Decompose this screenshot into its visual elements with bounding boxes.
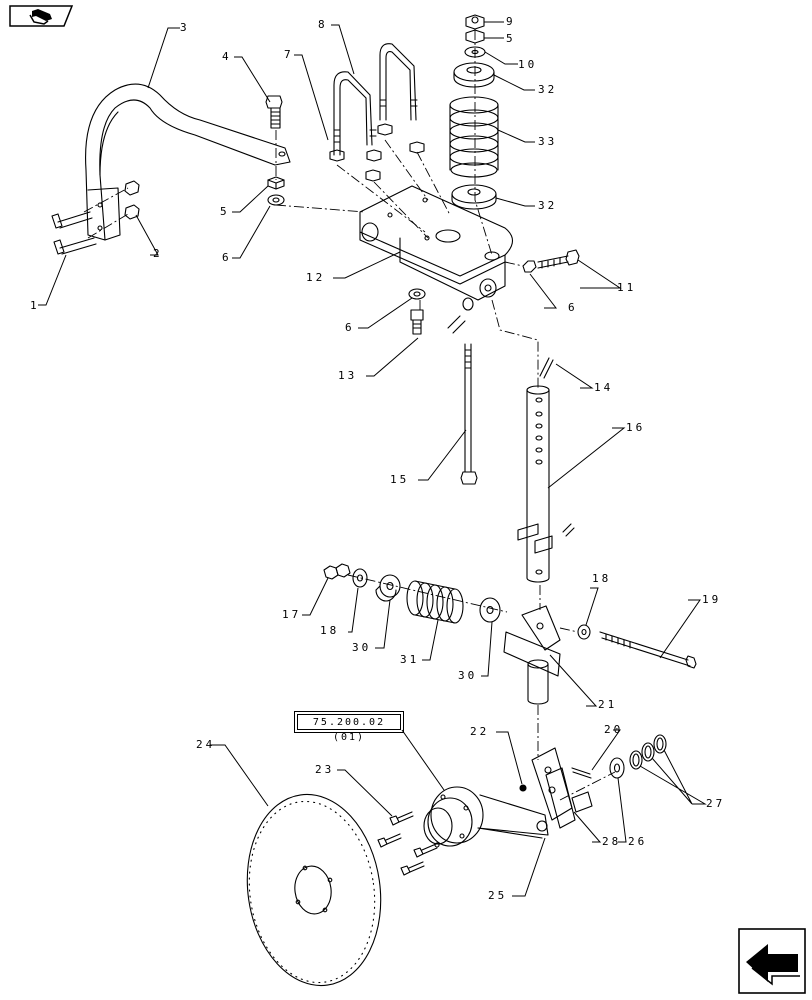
spring-seat-32-bottom (451, 184, 497, 210)
callout-21: 21 (598, 698, 618, 711)
callout-22: 22 (470, 725, 490, 738)
bushing-30a-part (375, 574, 401, 602)
hub-assembly-part (423, 786, 484, 848)
pivot-bracket-12-part (359, 185, 514, 301)
callout-16: 16 (626, 421, 646, 434)
washer-30b-part (479, 597, 501, 623)
spring-seat-32-top (453, 62, 495, 88)
coil-spring-33-part (449, 96, 499, 178)
bolt-1-part (51, 211, 97, 255)
callout-30a: 30 (352, 641, 372, 654)
callout-11: 11 (617, 281, 637, 294)
bracket-21-part (503, 605, 561, 705)
callout-4: 4 (222, 50, 232, 63)
bolt-23-part (377, 811, 438, 876)
callout-28: 28 (602, 835, 622, 848)
arm-25-part (477, 747, 593, 839)
callout-27: 27 (706, 797, 726, 810)
callout-32b: 32 (538, 199, 558, 212)
previous-arrow-icon-graphic (738, 928, 806, 994)
callout-12: 12 (306, 271, 326, 284)
callout-19: 19 (702, 593, 722, 606)
book-page-icon-graphic (9, 5, 74, 27)
callout-17: 17 (282, 608, 302, 621)
nut-2-part (124, 180, 140, 220)
callout-18b: 18 (592, 572, 612, 585)
nut-9-part (465, 14, 485, 30)
callout-2: 2 (153, 247, 163, 260)
callout-32a: 32 (538, 83, 558, 96)
u-bolt-part (333, 43, 418, 156)
callout-1: 1 (30, 299, 40, 312)
rod-15-part (460, 343, 478, 485)
callout-23: 23 (315, 763, 335, 776)
grease-fitting-part (447, 297, 474, 334)
callout-5a: 5 (220, 205, 230, 218)
callout-33: 33 (538, 135, 558, 148)
callout-18a: 18 (320, 624, 340, 637)
frame-arm-part (85, 83, 291, 241)
book-page-icon[interactable] (8, 4, 74, 28)
reference-link[interactable]: 75.200.02 (01) (294, 711, 404, 743)
washer-26-part (609, 757, 625, 779)
callout-10: 10 (518, 58, 538, 71)
nut-17-part (323, 563, 351, 580)
callout-15: 15 (390, 473, 410, 486)
bolt-11-part (537, 249, 580, 269)
nut-5-part (267, 176, 285, 190)
callout-14: 14 (594, 381, 614, 394)
bolt-13-part (410, 309, 424, 335)
callout-13: 13 (338, 369, 358, 382)
callout-30b: 30 (458, 669, 478, 682)
callout-9: 9 (506, 15, 516, 28)
callout-25: 25 (488, 889, 508, 902)
washer-18b-part (577, 624, 591, 640)
callout-8: 8 (318, 18, 328, 31)
callout-7: 7 (284, 48, 294, 61)
ring-27-part (629, 734, 667, 770)
callout-26: 26 (628, 835, 648, 848)
washer-6-part (267, 194, 285, 206)
callout-6a: 6 (222, 251, 232, 264)
washer-18a-part (352, 568, 368, 588)
callout-6c: 6 (568, 301, 578, 314)
callout-31: 31 (400, 653, 420, 666)
callout-3: 3 (180, 21, 190, 34)
torsion-spring-31-part (406, 580, 464, 624)
washer-6b-part (408, 288, 426, 300)
callout-5b: 5 (506, 32, 516, 45)
bolt-4-part (265, 95, 283, 129)
nut-6c-part (522, 260, 537, 273)
callout-24: 24 (196, 738, 216, 751)
pin-20-part (571, 767, 592, 779)
u-bolt-nut-part (329, 123, 425, 182)
callout-20: 20 (604, 723, 624, 736)
depth-tube-16-part (517, 385, 575, 583)
grease-fitting-22-part (519, 784, 527, 792)
callout-6b: 6 (345, 321, 355, 334)
pin-14-part (539, 357, 554, 379)
disc-blade-24-part (246, 793, 382, 987)
bolt-19-part (599, 631, 697, 669)
previous-arrow-icon[interactable] (738, 928, 806, 994)
